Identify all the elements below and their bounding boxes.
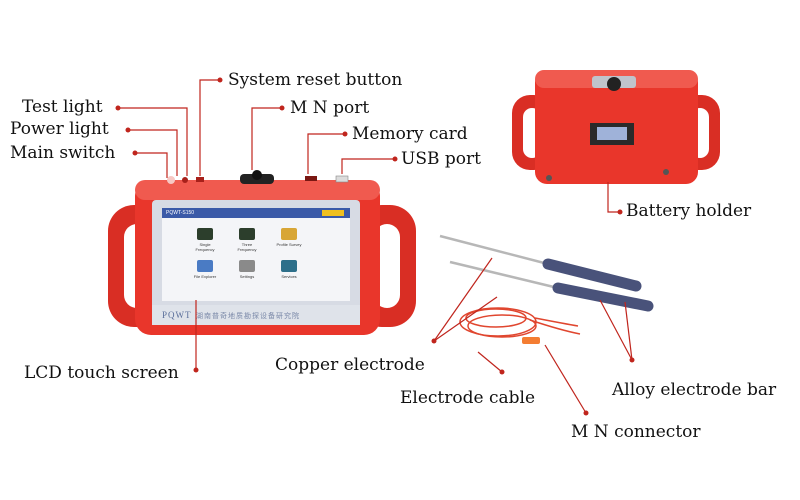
app-glyph-icon: [239, 228, 255, 240]
app-icon-settings[interactable]: Settings: [232, 260, 262, 279]
app-icon-single-frequency[interactable]: Single Frequency: [190, 228, 220, 252]
copper-electrode-1: [439, 234, 549, 266]
usb-port[interactable]: [335, 175, 349, 183]
label-mn-port: M N port: [290, 98, 370, 118]
label-test-light: Test light: [22, 97, 103, 117]
app-icon-profile-survey[interactable]: Profile Survey: [274, 228, 304, 247]
label-memory-card: Memory card: [352, 124, 468, 144]
lcd-screen[interactable]: [162, 208, 350, 301]
label-power-light: Power light: [10, 119, 109, 139]
screen-title: PQWT-S150: [166, 210, 195, 216]
label-electrode-cable: Electrode cable: [400, 388, 536, 408]
label-battery-holder: Battery holder: [626, 201, 752, 221]
memory-card-slot[interactable]: [305, 176, 317, 181]
app-glyph-icon: [197, 260, 213, 272]
battery-holder-device: [512, 70, 720, 184]
power-light: [167, 176, 175, 184]
reset-button[interactable]: [196, 177, 204, 182]
app-glyph-icon: [281, 228, 297, 240]
main-device: [108, 170, 416, 335]
app-label: Settings: [239, 274, 255, 279]
label-usb-port: USB port: [401, 149, 481, 169]
device-brand-subtitle: 湖南普奇地质勘探设备研究院: [196, 313, 300, 320]
leader-dots: [115, 77, 635, 416]
label-alloy-electrode-bar: Alloy electrode bar: [612, 380, 777, 400]
app-label: Services: [281, 274, 297, 279]
label-mn-connector: M N connector: [571, 422, 701, 442]
electrode-cable: [459, 307, 581, 338]
electrodes: [439, 234, 654, 344]
alloy-electrode-bar-2: [552, 282, 654, 312]
app-icon-three-frequency[interactable]: Three Frequency: [232, 228, 262, 252]
mn-connector-plug: [522, 337, 540, 344]
app-label: Single Frequency: [195, 242, 215, 252]
label-system-reset-button: System reset button: [228, 70, 403, 90]
leader-lines: [118, 79, 633, 414]
label-lcd-touch-screen: LCD touch screen: [24, 363, 179, 383]
app-glyph-icon: [239, 260, 255, 272]
app-label: File Explorer: [193, 274, 217, 279]
alloy-electrode-bar-1: [542, 258, 642, 292]
copper-electrode-2: [449, 260, 559, 290]
test-light: [182, 177, 188, 183]
device-brand: PQWT: [162, 310, 192, 320]
app-glyph-icon: [197, 228, 213, 240]
app-label: Profile Survey: [276, 242, 302, 247]
app-glyph-icon: [281, 260, 297, 272]
app-label: Three Frequency: [237, 242, 257, 252]
app-icon-services[interactable]: Services: [274, 260, 304, 279]
label-main-switch: Main switch: [10, 143, 116, 163]
app-icon-file-explorer[interactable]: File Explorer: [190, 260, 220, 279]
label-copper-electrode: Copper electrode: [275, 355, 425, 375]
